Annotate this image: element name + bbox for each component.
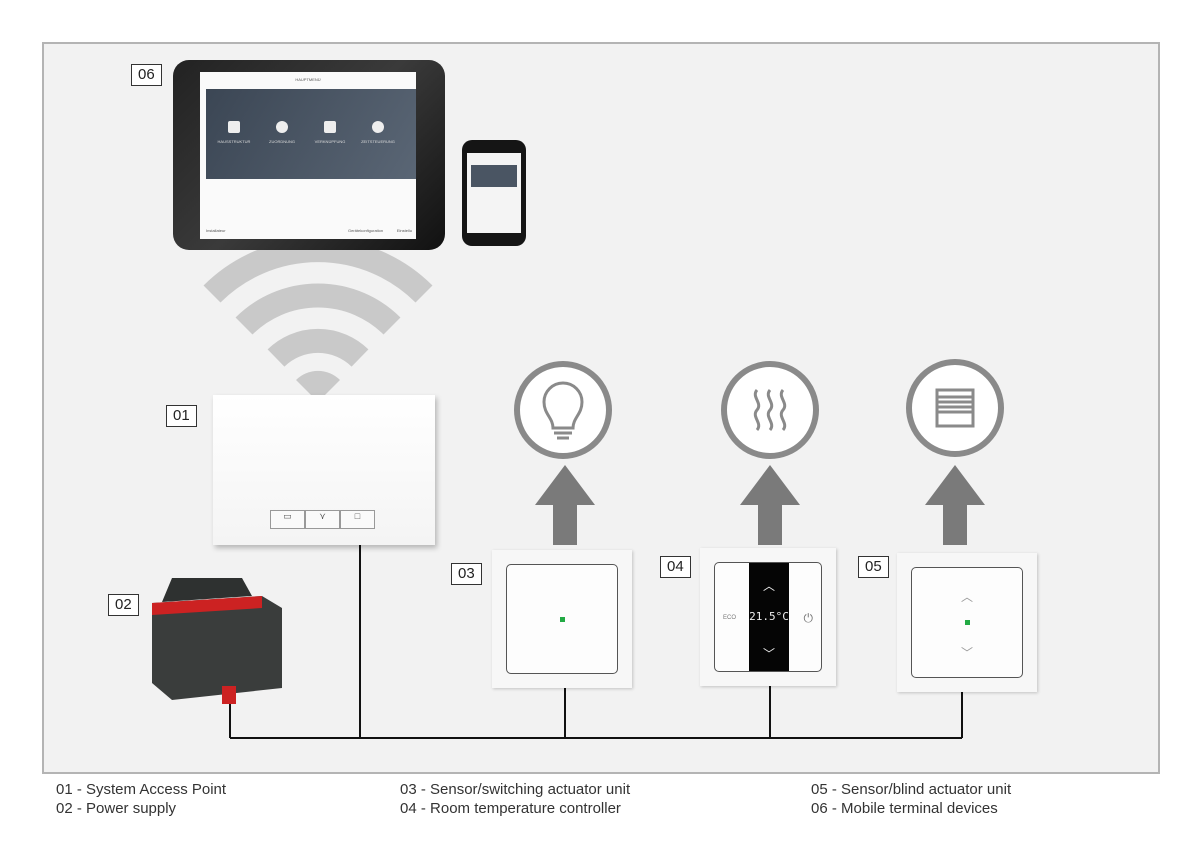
tablet-footer-right[interactable]: Einstellu [396, 228, 412, 233]
bus-lines [229, 545, 963, 739]
wifi-icon [203, 238, 433, 367]
heating-icon [753, 389, 787, 431]
rocker-button[interactable] [506, 564, 618, 674]
light-circle [514, 361, 612, 459]
switch-actuator-03 [492, 550, 632, 688]
chevron-down-icon[interactable]: ﹀ [762, 647, 775, 661]
ap-button-2: ⋎ [305, 510, 340, 529]
chevron-up-icon[interactable]: ︿ [960, 590, 973, 604]
legend-item: 05 - Sensor/blind actuator unit [811, 781, 1012, 798]
rocker-button[interactable]: ︿ ﹀ [911, 567, 1023, 678]
arrow-up-03 [535, 465, 595, 545]
tile-label[interactable]: ZUORDNUNG [269, 139, 295, 144]
blind-icon [935, 388, 975, 428]
chevron-down-icon[interactable]: ﹀ [960, 646, 973, 660]
smartphone-device [462, 140, 526, 246]
tablet-footer-mid[interactable]: Geräte­konfiguration [348, 228, 384, 233]
temperature-readout: 21.5°C [749, 610, 789, 623]
house-icon [228, 121, 240, 133]
legend-item: 06 - Mobile terminal devices [811, 800, 998, 817]
thermostat-face: ︿ 21.5°C ﹀ ECO ⏻ [714, 562, 822, 672]
ap-button-3: □ [340, 510, 375, 529]
phone-menu-band [471, 165, 517, 187]
tablet-title: HAUPTMENÜ [295, 77, 321, 82]
arrow-up-05 [925, 465, 985, 545]
lightbulb-icon [542, 381, 584, 440]
bulb-icon [276, 121, 288, 133]
label-02: 02 [108, 594, 139, 616]
legend-item: 03 - Sensor/switching actuator unit [400, 781, 631, 798]
ap-button-1: ▭ [270, 510, 305, 529]
tile-label[interactable]: VERKNÜPFUNG [314, 139, 346, 144]
label-03: 03 [451, 563, 482, 585]
label-01: 01 [166, 405, 197, 427]
eco-button[interactable]: ECO [723, 615, 737, 621]
status-led [965, 620, 970, 626]
status-led [560, 616, 565, 622]
tile-label[interactable]: HAUSSTRUKTUR [217, 139, 251, 144]
legend-column-1: 01 - System Access Point 02 - Power supp… [56, 780, 226, 818]
thermostat-display: ︿ 21.5°C ﹀ [749, 563, 789, 671]
label-06: 06 [131, 64, 162, 86]
tile-label[interactable]: ZEITSTEUERUNG [361, 139, 395, 144]
wifi-dot [296, 370, 340, 402]
arrow-up-04 [740, 465, 800, 545]
legend-column-3: 05 - Sensor/blind actuator unit 06 - Mob… [811, 780, 1011, 818]
link-icon [324, 121, 336, 133]
timer-icon [372, 121, 384, 133]
blind-actuator-05: ︿ ﹀ [897, 553, 1037, 692]
legend-item: 04 - Room temperature controller [400, 800, 621, 817]
phone-screen [467, 153, 521, 233]
chevron-up-icon[interactable]: ︿ [762, 579, 775, 593]
power-icon[interactable]: ⏻ [803, 611, 814, 625]
legend-column-2: 03 - Sensor/switching actuator unit 04 -… [400, 780, 630, 818]
room-temperature-controller-04: ︿ 21.5°C ﹀ ECO ⏻ [700, 548, 836, 686]
label-04: 04 [660, 556, 691, 578]
legend-item: 01 - System Access Point [56, 781, 227, 798]
legend-item: 02 - Power supply [56, 800, 177, 817]
tablet-screen: HAUPTMENÜ HAUSSTRUKTUR ZUORDNUNG VERKNÜP… [200, 72, 416, 239]
system-access-point: ▭ ⋎ □ [213, 395, 435, 545]
power-supply [142, 578, 290, 705]
label-05: 05 [858, 556, 889, 578]
tablet-footer-left[interactable]: Installateur [206, 228, 226, 233]
tablet-device: HAUPTMENÜ HAUSSTRUKTUR ZUORDNUNG VERKNÜP… [173, 60, 445, 250]
tablet-menu-band: HAUSSTRUKTUR ZUORDNUNG VERKNÜPFUNG ZEITS… [206, 89, 416, 179]
